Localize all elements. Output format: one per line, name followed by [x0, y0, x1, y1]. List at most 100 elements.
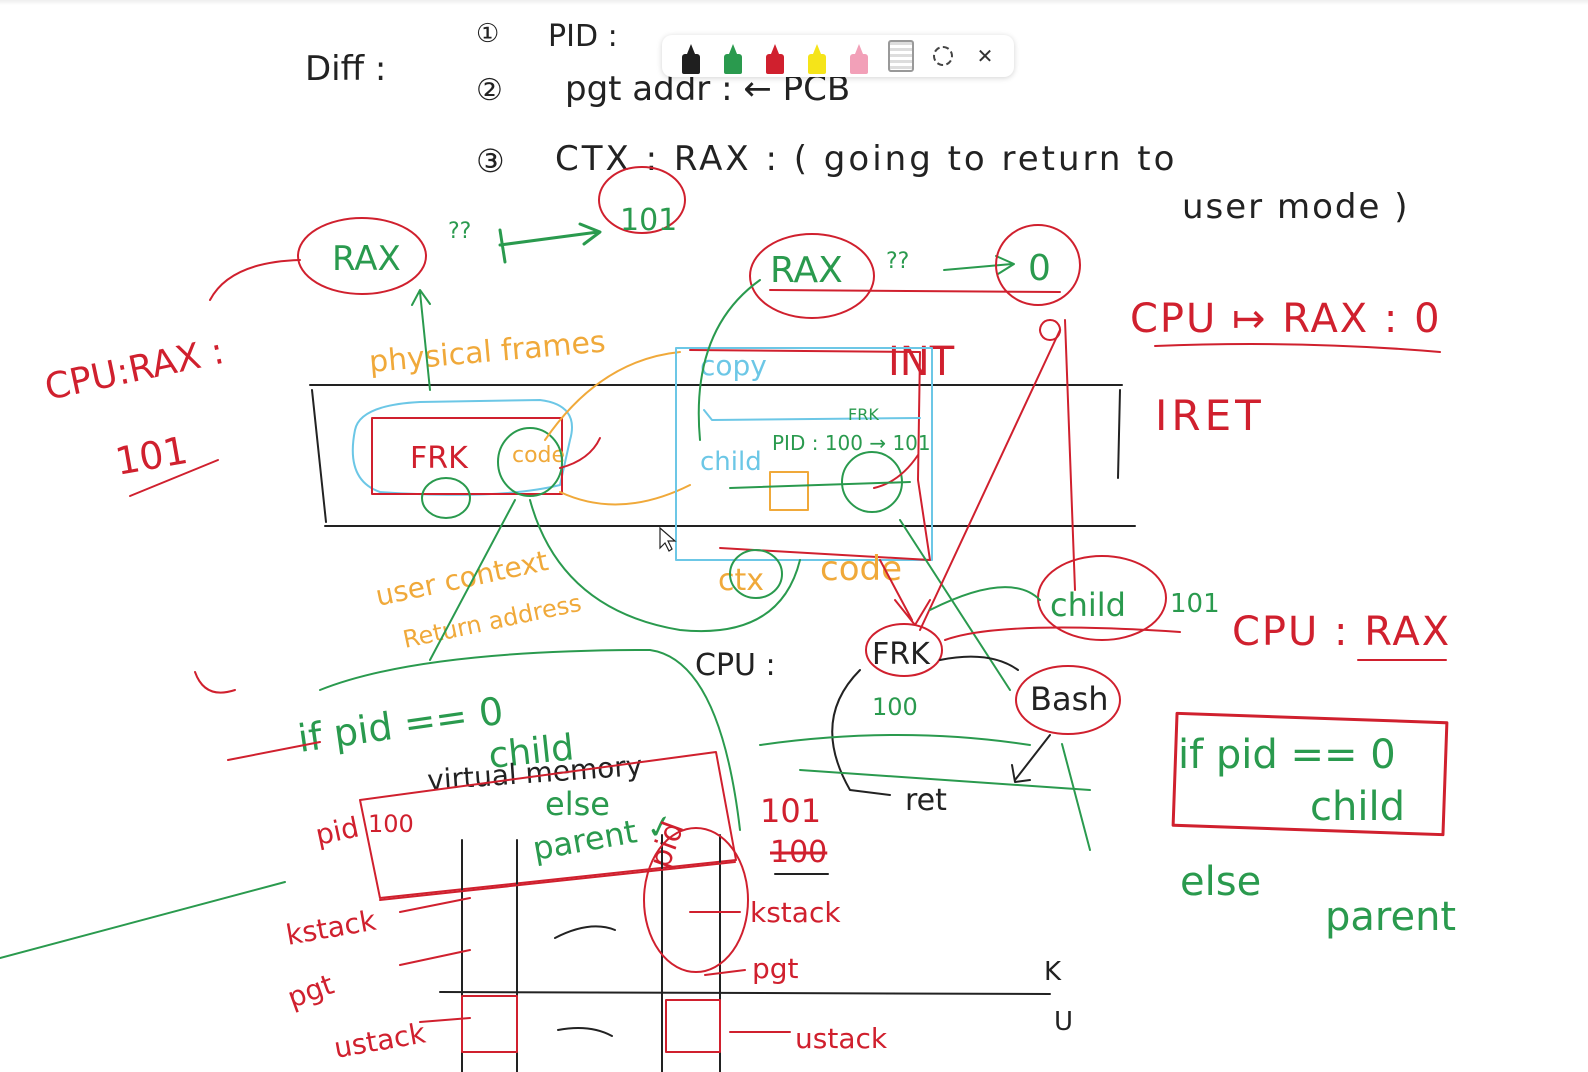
- red-pen-body: [766, 44, 784, 74]
- right-rax-arrow: [943, 255, 1015, 275]
- kstack-right: kstack: [750, 896, 841, 929]
- graph-child-pid: 101: [1170, 589, 1220, 619]
- child-ctx-square: [769, 471, 809, 511]
- pid-right-new: 101: [760, 792, 821, 830]
- cpu-rax-left-label: CPU:RAX :: [41, 331, 227, 409]
- green-pen-body: [724, 44, 742, 74]
- graph-child: child: [1050, 586, 1126, 624]
- virtual-memory-label: virtual memory: [426, 749, 643, 797]
- left-rax-value: 101: [620, 203, 677, 238]
- lasso-shape: [933, 46, 953, 66]
- ctx-label: ctx: [718, 563, 764, 598]
- child-code-check: [873, 454, 919, 489]
- right-code-parent: parent: [1325, 894, 1456, 940]
- left-rax-hook: [209, 259, 301, 301]
- copy-arrow-orange: [544, 351, 681, 441]
- right-rax-label: RAX: [770, 250, 843, 291]
- cpu-rax-left-underline: [129, 459, 219, 497]
- left-rax-arrow: [498, 222, 602, 264]
- right-code-else: else: [1180, 859, 1261, 905]
- eraser-body: [850, 44, 868, 74]
- red-squiggle: [194, 671, 236, 694]
- copy-arrow-blue: [703, 409, 921, 421]
- left-code-to-rax-arrow: [411, 289, 431, 391]
- lasso-icon[interactable]: [926, 38, 960, 74]
- diff-label: Diff :: [305, 49, 386, 89]
- code-if-left: if pid == 0: [295, 689, 506, 761]
- green-frk-to-child: [929, 586, 1041, 611]
- iret-label: IRET: [1155, 391, 1265, 440]
- frk-left-label: FRK: [410, 441, 469, 476]
- black-pen-icon[interactable]: [674, 38, 708, 74]
- left-rax-label: RAX: [332, 239, 401, 279]
- ku-boundary-line: [439, 991, 1051, 995]
- eraser-icon[interactable]: [842, 38, 876, 74]
- graph-ret: ret: [905, 783, 947, 818]
- ruler-icon[interactable]: [884, 38, 918, 74]
- green-child-to-rax: [697, 279, 761, 441]
- k-label: K: [1044, 957, 1062, 987]
- close-icon[interactable]: ✕: [976, 44, 994, 68]
- item1-number: ①: [476, 19, 499, 49]
- item3-text-line2: user mode ): [1182, 187, 1409, 227]
- pgt-left: pgt: [283, 968, 338, 1015]
- left-rax-value-circle: [598, 166, 686, 234]
- ustack-right: ustack: [795, 1022, 888, 1055]
- int-label: INT: [888, 339, 955, 385]
- item1-text: PID :: [548, 19, 618, 54]
- code-block-green-outline: [319, 649, 741, 831]
- memory-pointers: [399, 897, 791, 1033]
- code-child-left: child: [487, 727, 576, 777]
- pid-right-old: 100: [770, 835, 827, 870]
- green-loop-bottom: [529, 499, 801, 633]
- right-rax-strike: [769, 289, 1061, 293]
- window-top-edge: [0, 0, 1588, 5]
- child-pid-label: PID : 100 → 101: [772, 431, 931, 455]
- green-diagonal-left: [429, 499, 516, 661]
- yellow-highlighter-body: [808, 44, 826, 74]
- cpu-label: CPU :: [695, 648, 776, 683]
- code-else-left: else: [545, 785, 610, 823]
- red-pen-icon[interactable]: [758, 38, 792, 74]
- yellow-highlighter-icon[interactable]: [800, 38, 834, 74]
- graph-bash-down-arrow: [1011, 734, 1051, 783]
- right-ustack-box: [665, 999, 721, 1053]
- pid-left-value: 100: [368, 810, 414, 838]
- cpu-rax-right-underline: [1154, 343, 1441, 353]
- ctx-circle: [729, 549, 783, 599]
- green-pen-icon[interactable]: [716, 38, 750, 74]
- graph-loop: [831, 669, 891, 796]
- pgt-right: pgt: [752, 952, 799, 985]
- green-to-bash: [899, 519, 1011, 691]
- red-pen-tip: [771, 44, 779, 54]
- left-code-circle: [497, 427, 563, 497]
- left-to-right-orange: [559, 484, 691, 506]
- red-frk-to-cpu: [944, 626, 1181, 641]
- right-rax-value-circle: [995, 224, 1081, 306]
- cpu-rax-right: CPU ↦ RAX : 0: [1130, 296, 1442, 342]
- pen-toolbar: ✕: [662, 35, 1014, 77]
- left-memory-column: [461, 839, 518, 1072]
- green-long-arrow: [0, 881, 286, 959]
- child-green-line: [729, 481, 911, 489]
- frk-small-label: FRK: [848, 405, 879, 424]
- yellow-highlighter-tip: [813, 44, 821, 54]
- graph-bash-circle: [1015, 665, 1121, 735]
- pid-left-label: pid: [313, 811, 362, 852]
- left-rax-circle: [297, 217, 427, 295]
- kernel-band-left-edge: [311, 389, 327, 523]
- item3-text: CTX : RAX : ( going to return to: [555, 139, 1177, 179]
- black-pen-tip: [687, 44, 695, 54]
- child-process-red-outline: [689, 349, 931, 561]
- copy-label: copy: [700, 349, 767, 382]
- red-link-left-right: [379, 861, 736, 901]
- graph-bash: Bash: [1030, 680, 1109, 718]
- item3-number: ③: [476, 142, 505, 180]
- eraser-tip: [855, 44, 863, 54]
- right-pcb-circle: [643, 827, 749, 973]
- cpu-rax-bottom: CPU : RAX: [1232, 609, 1451, 655]
- ustack-left: ustack: [331, 1016, 428, 1065]
- copy-arrows-black: [554, 925, 616, 1037]
